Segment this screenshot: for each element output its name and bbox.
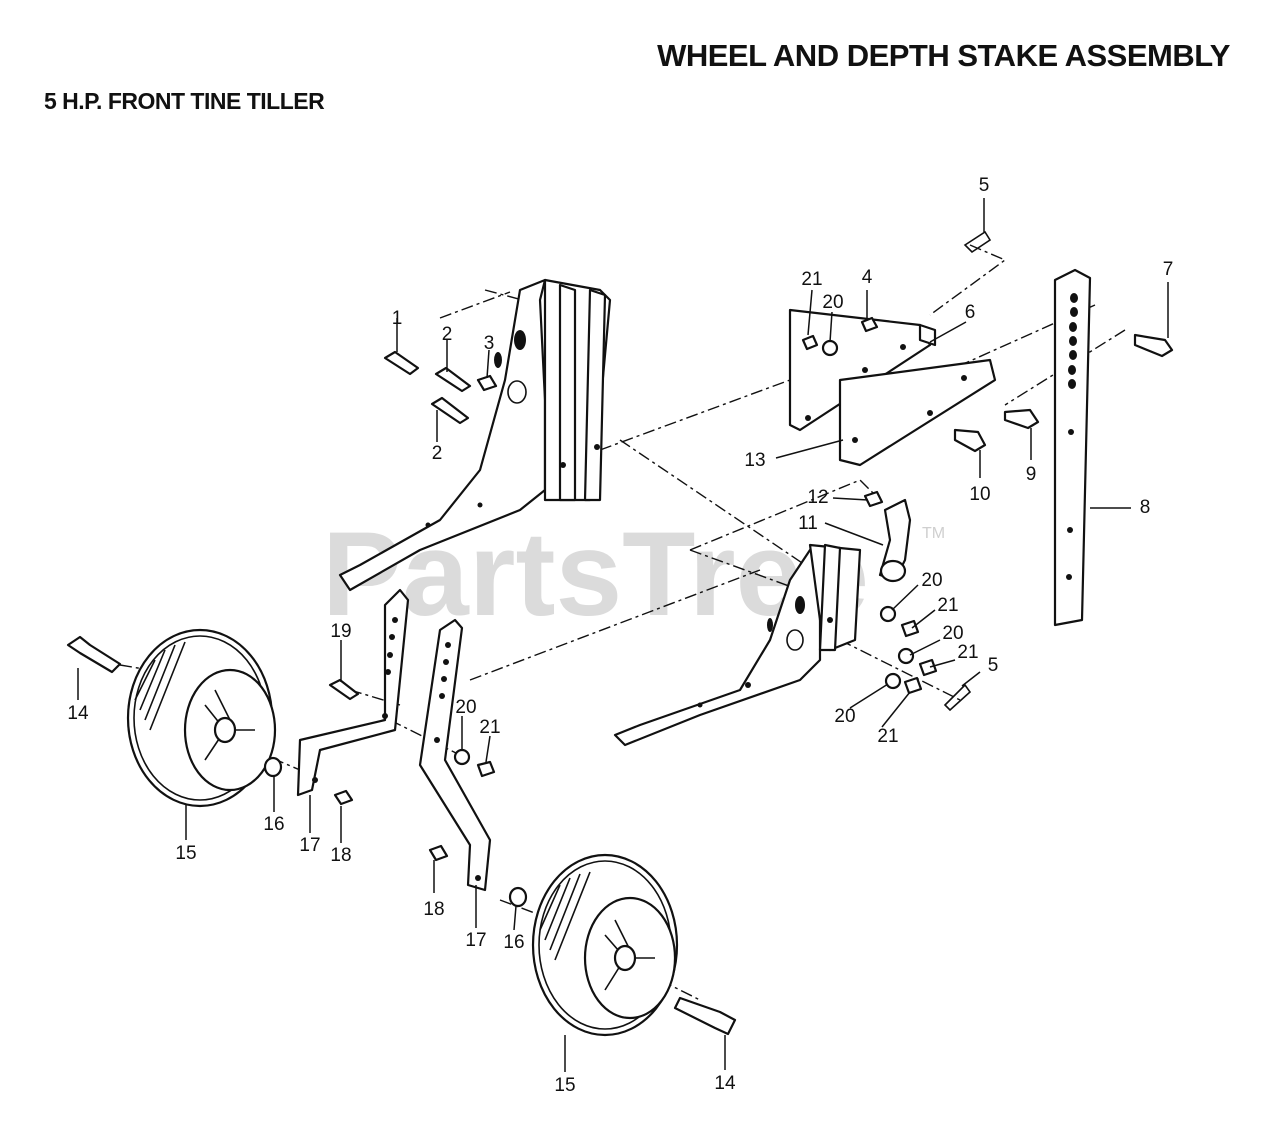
callout-9: 9	[1026, 464, 1037, 485]
callout-19: 19	[330, 621, 351, 642]
callout-11: 11	[798, 513, 818, 534]
callout-14: 14	[714, 1073, 736, 1094]
callout-20: 20	[822, 292, 843, 313]
diagram-title: WHEEL AND DEPTH STAKE ASSEMBLY	[657, 38, 1230, 73]
callout-labels: 5 4 21 20 6 7 8 9 10 13 12 11 1 2 3 2 14…	[67, 175, 1173, 1096]
hardware	[66, 230, 1174, 1036]
callout-17: 17	[299, 835, 320, 856]
callout-13: 13	[744, 450, 765, 471]
callout-12: 12	[807, 487, 828, 508]
wheel-left	[126, 628, 277, 808]
callout-20: 20	[834, 706, 855, 727]
callout-5: 5	[988, 655, 999, 676]
callout-16: 16	[263, 814, 284, 835]
depth-stake-lever	[878, 498, 912, 583]
callout-3: 3	[484, 333, 495, 354]
depth-stake-bracket	[788, 308, 997, 467]
leader-lines	[77, 198, 1169, 1072]
callout-8: 8	[1140, 497, 1151, 518]
callout-20: 20	[921, 570, 942, 591]
callout-2: 2	[442, 324, 453, 345]
callout-4: 4	[862, 267, 873, 288]
callout-15: 15	[554, 1075, 575, 1096]
callout-14: 14	[67, 703, 89, 724]
callout-21: 21	[877, 726, 898, 747]
callout-2: 2	[432, 443, 443, 464]
left-frame-bracket	[338, 278, 612, 592]
callout-1: 1	[392, 308, 403, 329]
callout-17: 17	[465, 930, 486, 951]
callout-15: 15	[175, 843, 196, 864]
callout-21: 21	[479, 717, 500, 738]
wheel-right	[531, 853, 679, 1037]
callout-16: 16	[503, 932, 524, 953]
callout-18: 18	[423, 899, 444, 920]
callout-21: 21	[937, 595, 958, 616]
callout-7: 7	[1163, 259, 1174, 280]
depth-stake	[1053, 268, 1092, 627]
callout-21: 21	[801, 269, 822, 290]
callout-18: 18	[330, 845, 351, 866]
callout-5: 5	[979, 175, 990, 196]
right-frame-bracket	[613, 543, 862, 747]
diagram-subtitle: 5 H.P. FRONT TINE TILLER	[44, 88, 325, 114]
callout-21: 21	[957, 642, 978, 663]
callout-20: 20	[455, 697, 476, 718]
callout-10: 10	[969, 484, 990, 505]
wheel-bracket-right	[418, 618, 492, 892]
wheel-bracket-left	[296, 588, 410, 797]
watermark-trademark: TM	[922, 525, 945, 542]
callout-20: 20	[942, 623, 963, 644]
callout-6: 6	[965, 302, 976, 323]
